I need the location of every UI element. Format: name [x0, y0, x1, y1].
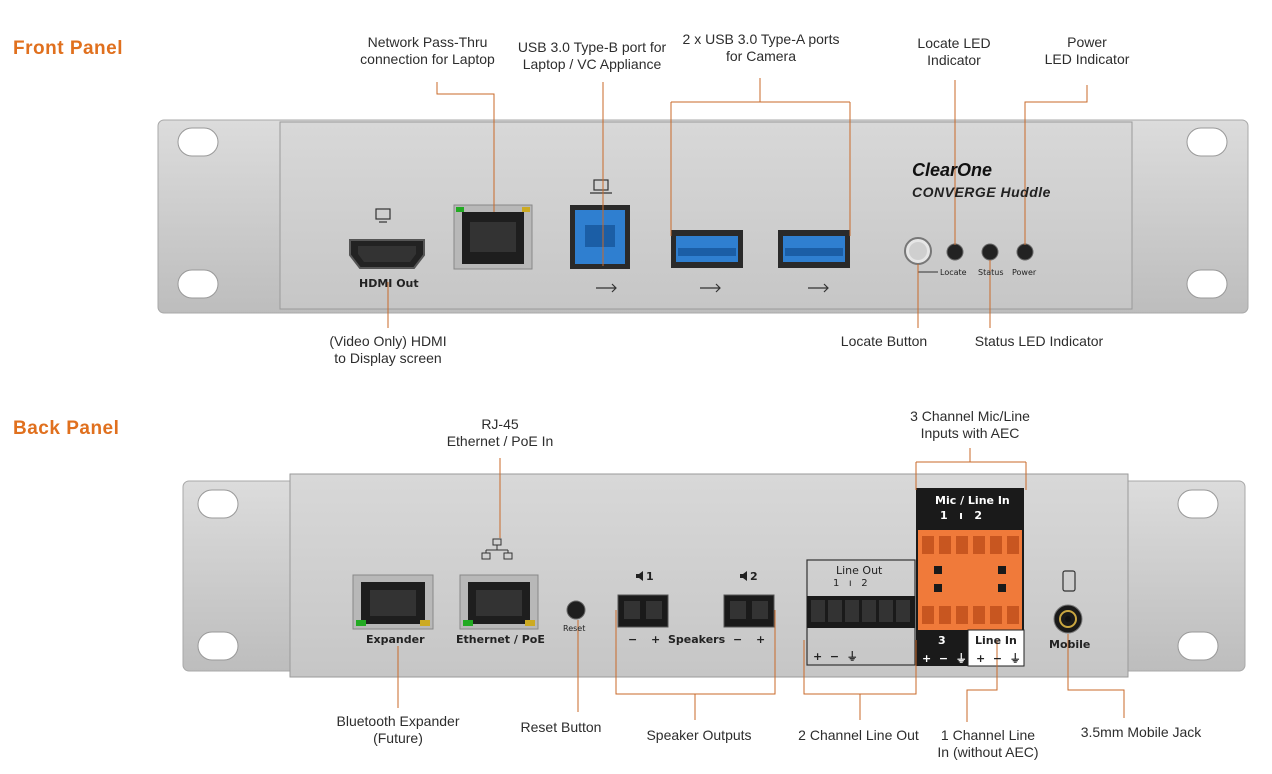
callout-usb-b: USB 3.0 Type-B port for Laptop / VC Appl…: [517, 39, 667, 72]
front-rj45-port[interactable]: [453, 204, 533, 270]
line-in-label: Line In: [975, 634, 1017, 647]
line-out-channel-numbers: 1 ı 2: [833, 578, 868, 589]
locate-led: [946, 243, 964, 261]
front-leader-lines: [387, 78, 1088, 328]
reset-label: Reset: [563, 624, 586, 633]
callout-usb-a: 2 x USB 3.0 Type-A ports for Camera: [682, 31, 840, 64]
spk2-plus: +: [756, 633, 766, 646]
callout-locate-button: Locate Button: [840, 333, 928, 349]
spk1-minus: −: [628, 633, 638, 646]
callout-speakers: Speaker Outputs: [646, 727, 752, 743]
line-out-label: Line Out: [836, 564, 883, 577]
speaker-icon: [636, 571, 747, 581]
ethernet-poe-port[interactable]: [459, 574, 539, 630]
ch3-label: 3: [938, 634, 946, 647]
callout-power-led: Power LED Indicator: [1044, 34, 1130, 67]
spk2-minus: −: [733, 633, 743, 646]
callout-hdmi: (Video Only) HDMI to Display screen: [329, 333, 447, 366]
superspeed-usb-icon: [596, 283, 829, 293]
locate-label: Locate: [940, 268, 967, 277]
callout-rj45: RJ-45 Ethernet / PoE In: [446, 416, 554, 449]
brand-logo: ClearOne: [912, 160, 993, 180]
mobile-label: Mobile: [1049, 638, 1091, 651]
mic-channel-numbers: 1 ı 2: [940, 509, 983, 522]
power-label: Power: [1012, 268, 1037, 277]
hdmi-port[interactable]: [349, 208, 425, 269]
callout-locate-led: Locate LED Indicator: [917, 35, 991, 68]
callout-bluetooth: Bluetooth Expander (Future): [336, 713, 460, 746]
usb-b-port[interactable]: [570, 179, 630, 269]
hdmi-label: HDMI Out: [359, 277, 419, 290]
ethernet-poe-label: Ethernet / PoE: [456, 633, 545, 646]
expander-label: Expander: [366, 633, 425, 646]
usb-a-port-2[interactable]: [778, 230, 850, 268]
back-leader-lines: [397, 448, 1125, 722]
mic-line-in-terminal[interactable]: [916, 488, 1025, 667]
usb-a-port-1[interactable]: [671, 230, 743, 268]
mobile-jack[interactable]: [1053, 604, 1083, 634]
line-in-pins: + − ⏚: [976, 652, 1021, 665]
line-out-pins: + − ⏚: [813, 650, 858, 663]
callout-status-led: Status LED Indicator: [974, 333, 1104, 349]
mic-line-pins: [922, 536, 1019, 624]
callout-mic-line: 3 Channel Mic/Line Inputs with AEC: [910, 408, 1030, 441]
spk1-plus: +: [651, 633, 661, 646]
expander-port[interactable]: [352, 574, 434, 630]
front-panel-chassis: [157, 119, 1249, 314]
power-led: [1016, 243, 1034, 261]
status-label: Status: [978, 268, 1004, 277]
speaker-terminal-2[interactable]: [723, 594, 775, 628]
callout-line-in: 1 Channel Line In (without AEC): [937, 727, 1039, 760]
callout-network-passthru: Network Pass-Thru connection for Laptop: [360, 34, 495, 67]
line-out-terminal[interactable]: [806, 559, 916, 666]
speaker-terminal-1[interactable]: [617, 594, 669, 628]
status-led: [981, 243, 999, 261]
reset-button[interactable]: [566, 600, 586, 620]
front-panel-title: Front Panel: [13, 38, 124, 59]
mic-line-in-label: Mic / Line In: [935, 494, 1010, 507]
network-icon: [481, 538, 513, 560]
callout-reset: Reset Button: [520, 719, 602, 735]
speaker-1-label: 1: [646, 570, 654, 583]
back-panel-title: Back Panel: [13, 418, 120, 439]
speakers-label: Speakers: [668, 633, 726, 646]
callout-mobile: 3.5mm Mobile Jack: [1080, 724, 1202, 740]
speaker-2-label: 2: [750, 570, 758, 583]
mic-line-latch: [934, 566, 1006, 592]
phone-icon: [1062, 570, 1076, 592]
ch3-pins: + − ⏚: [922, 652, 967, 665]
model-name: CONVERGE Huddle: [912, 184, 1051, 200]
callout-line-out: 2 Channel Line Out: [798, 727, 919, 743]
locate-button[interactable]: [904, 237, 932, 265]
